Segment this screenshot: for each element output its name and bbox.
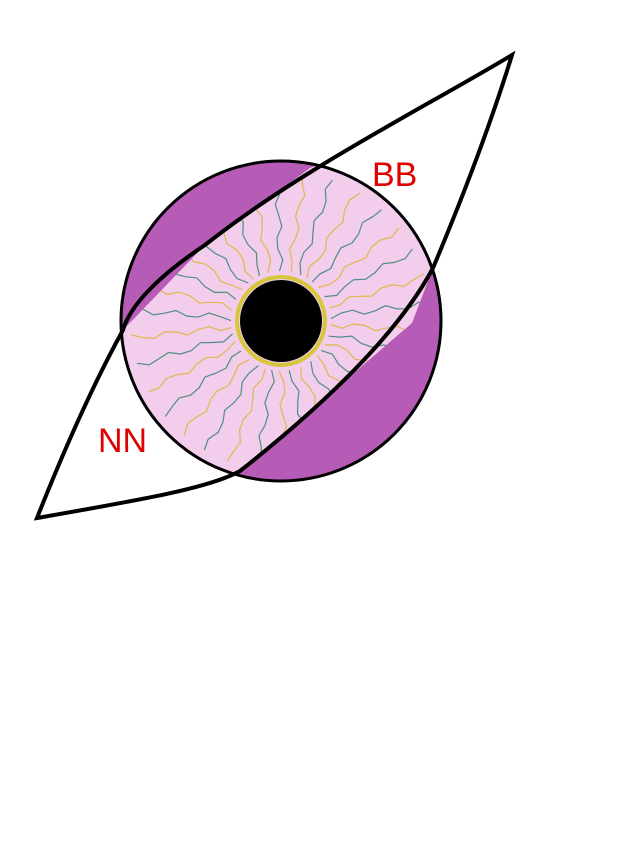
iris-outline <box>119 159 443 483</box>
iris-vein <box>183 359 250 436</box>
iris-vein <box>330 301 431 320</box>
eye-outline <box>33 50 516 521</box>
iris-vein <box>131 308 232 322</box>
iris-vein <box>137 333 233 366</box>
label-nn: NN <box>98 422 147 460</box>
iris-vein <box>299 179 333 276</box>
iris-vein <box>203 365 259 451</box>
iris-vein <box>148 341 236 393</box>
iris-vein <box>324 248 413 298</box>
iris-vein <box>306 192 360 279</box>
iris-vein <box>164 350 242 417</box>
label-bb: BB <box>372 156 417 194</box>
pupil-ring <box>235 275 327 367</box>
pupil <box>240 280 322 362</box>
iris-vein <box>318 227 400 289</box>
iris-vein <box>288 172 306 273</box>
iris-vein <box>311 209 382 283</box>
iris-vein <box>226 368 267 462</box>
iris-vein <box>329 273 424 309</box>
iris-vein <box>131 326 232 340</box>
